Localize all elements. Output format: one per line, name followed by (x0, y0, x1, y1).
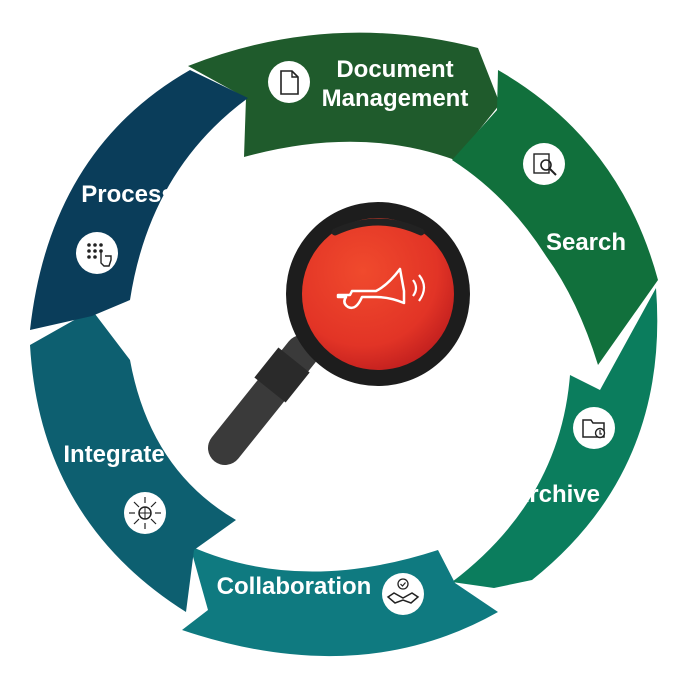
label-process: Process (81, 181, 174, 208)
magnifying-glass-icon (208, 202, 470, 465)
segment-collaboration (182, 546, 498, 657)
label-archive: Archive (512, 481, 600, 508)
handshake-icon (382, 573, 424, 615)
label-integrate: Integrate (63, 441, 164, 468)
label-collaboration: Collaboration (217, 573, 372, 600)
touch-grid-icon (76, 232, 118, 274)
label-search: Search (546, 229, 626, 256)
label-management: Management (322, 85, 469, 112)
archive-folder-icon (573, 407, 615, 449)
network-globe-icon (124, 492, 166, 534)
segment-integrate (30, 310, 236, 612)
segment-archive (452, 288, 658, 588)
segment-search (452, 70, 658, 365)
bugle-icon (336, 267, 426, 310)
magnifier-search-icon (523, 143, 565, 185)
document-icon (268, 61, 310, 103)
label-document: Document (336, 56, 453, 83)
segment-document-management (188, 32, 500, 160)
